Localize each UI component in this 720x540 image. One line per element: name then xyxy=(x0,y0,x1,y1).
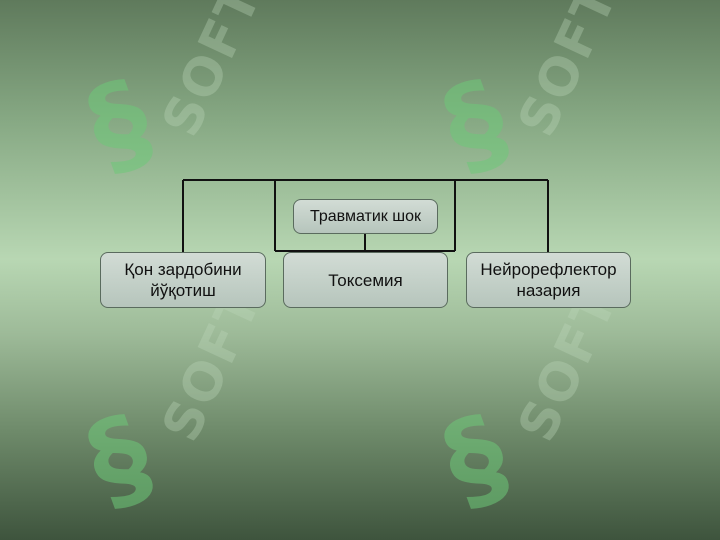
node-child-left: Қон зардобини йўқотиш xyxy=(100,252,266,308)
node-child-right: Нейрорефлектор назария xyxy=(466,252,631,308)
node-child-middle: Токсемия xyxy=(283,252,448,308)
node-root: Травматик шок xyxy=(293,199,438,234)
